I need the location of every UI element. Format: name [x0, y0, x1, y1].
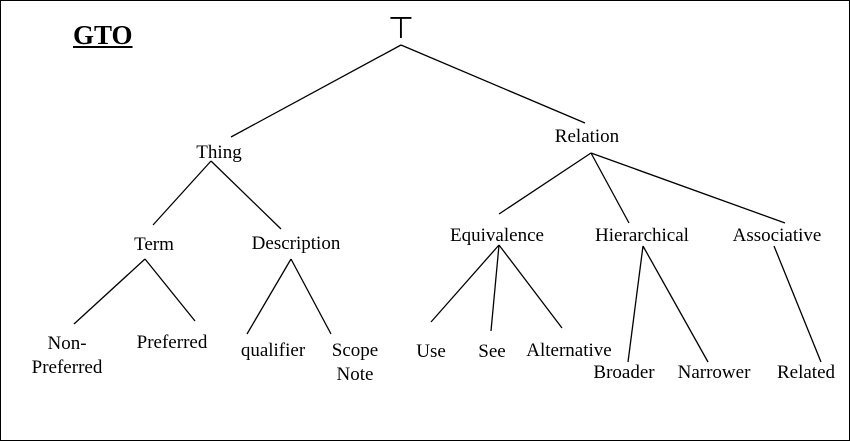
edge-description-scopenote [290, 258, 332, 335]
node-term: Term [134, 234, 174, 255]
edge-term-preferred [144, 258, 196, 322]
node-non-preferred-line2: Preferred [31, 357, 103, 378]
node-non-preferred: Non- Preferred [32, 332, 103, 380]
edge-equivalence-alternative [498, 244, 563, 329]
node-alternative: Alternative [526, 340, 612, 361]
node-hierarchical: Hierarchical [595, 225, 689, 246]
edge-equivalence-see [490, 244, 500, 332]
node-related: Related [776, 362, 836, 383]
node-scope-note: Scope Note [332, 339, 378, 387]
edge-root-relation [400, 44, 586, 124]
node-equivalence: Equivalence [450, 225, 544, 246]
node-use: Use [416, 341, 446, 362]
node-scope-note-line2: Note [336, 364, 374, 385]
edge-description-qualifier [246, 258, 292, 335]
node-relation: Relation [554, 126, 620, 147]
node-associative: Associative [732, 225, 822, 246]
root-node: ⊤ [387, 11, 415, 46]
node-thing: Thing [196, 142, 242, 163]
node-see: See [478, 341, 506, 362]
edge-relation-hierarchical [590, 152, 630, 224]
edge-hierarchical-narrower [642, 245, 709, 363]
edge-associative-related [773, 245, 822, 363]
edge-relation-associative [590, 152, 786, 224]
node-description: Description [251, 233, 341, 254]
node-narrower: Narrower [677, 362, 751, 383]
node-scope-note-line1: Scope [331, 340, 379, 361]
edge-thing-description [210, 160, 282, 230]
edge-equivalence-use [430, 244, 500, 323]
edge-hierarchical-broader [627, 245, 644, 363]
node-qualifier: qualifier [240, 340, 306, 361]
node-non-preferred-line1: Non- [47, 333, 87, 354]
node-broader: Broader [593, 362, 655, 383]
edge-term-nonpreferred [73, 258, 146, 325]
edge-relation-equivalence [498, 152, 592, 215]
edge-thing-term [152, 160, 212, 226]
diagram-title: GTO [73, 20, 133, 50]
node-preferred: Preferred [136, 332, 208, 353]
edge-root-thing [230, 44, 402, 138]
